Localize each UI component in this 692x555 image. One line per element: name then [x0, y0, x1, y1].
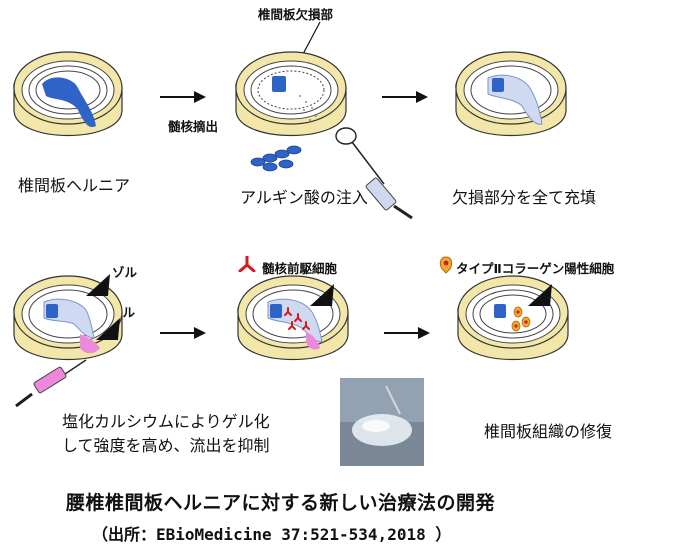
disc-repaired [457, 275, 569, 361]
alginate-beads-icon [250, 145, 302, 172]
label-progenitor-cells: 髄核前駆細胞 [262, 261, 338, 276]
label-type2-collagen-cells: タイプⅡコラーゲン陽性細胞 [456, 261, 615, 276]
footer-source: （出所：EBioMedicine 37:521-534,2018 ） [92, 525, 452, 544]
syringe-icon [15, 359, 87, 408]
pointer-triangle-icon [310, 284, 334, 306]
arrow-right-icon [382, 91, 428, 103]
label-sol: ゾル [112, 265, 138, 280]
disc-sol-gel [13, 275, 123, 361]
pointer-triangle-icon [528, 284, 552, 306]
label-hernia: 椎間板ヘルニア [18, 176, 131, 195]
label-defect-region: 椎間板欠損部 [258, 7, 334, 22]
syringe-icon [335, 127, 413, 220]
cell-icon [238, 256, 256, 272]
cell-icon [439, 256, 453, 274]
label-nucleus-removal: 髄核摘出 [168, 119, 219, 134]
label-gel-note-line1: 塩化カルシウムによりゲル化 [62, 412, 270, 431]
disc-progenitor [237, 275, 349, 361]
arrow-right-icon [160, 91, 206, 103]
footer-title: 腰椎椎間板ヘルニアに対する新しい治療法の開発 [66, 492, 496, 514]
label-repair: 椎間板組織の修復 [484, 422, 613, 441]
disc-herniated [13, 51, 123, 137]
arrow-right-icon [384, 327, 430, 339]
pointer-triangle-icon [86, 274, 110, 296]
pointer-triangle-icon [96, 318, 120, 340]
disc-filled [455, 51, 567, 137]
leader-line [301, 21, 321, 57]
arrow-right-icon [160, 327, 206, 339]
disc-defect [235, 51, 347, 137]
gel-photo [340, 378, 424, 466]
label-alginate-injection: アルギン酸の注入 [240, 188, 368, 207]
label-gel-note-line2: して強度を高め、流出を抑制 [62, 436, 270, 455]
label-fill-defect: 欠損部分を全て充填 [452, 188, 597, 207]
